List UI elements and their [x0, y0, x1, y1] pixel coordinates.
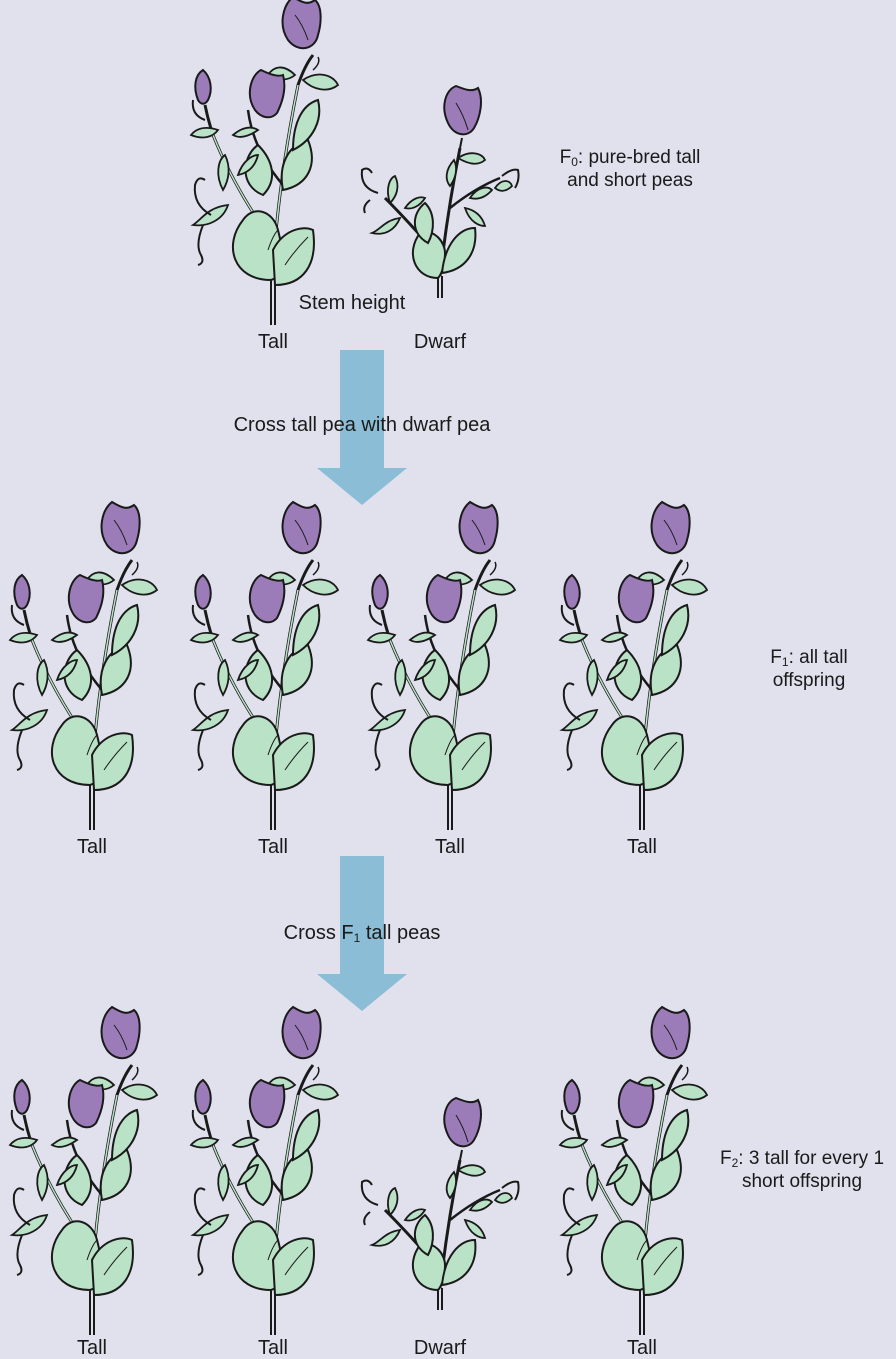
trait-label: Stem height — [299, 292, 406, 314]
f1-plant-2-label: Tall — [258, 836, 288, 858]
f0-note: F0: pure-bred tall and short peas — [560, 146, 701, 192]
f1-plant-3 — [368, 502, 515, 830]
f2-note-line1: F2: 3 tall for every 1 — [720, 1147, 884, 1170]
f1-plant-1-label: Tall — [77, 836, 107, 858]
f0-tall-plant — [191, 0, 338, 325]
f1-plant-4 — [560, 502, 707, 830]
f0-plant-1-label: Tall — [258, 331, 288, 353]
f0-note-line2: and short peas — [560, 169, 701, 192]
f1-plant-4-label: Tall — [627, 836, 657, 858]
f0-note-line1: F0: pure-bred tall — [560, 146, 701, 169]
f1-note: F1: all tall offspring — [770, 646, 847, 692]
f1-plant-3-label: Tall — [435, 836, 465, 858]
f1-note-line2: offspring — [770, 669, 847, 692]
f2-plant-3 — [362, 1098, 519, 1310]
f2-note-line2: short offspring — [720, 1170, 884, 1193]
f2-plant-3-label: Dwarf — [414, 1337, 466, 1359]
f0-dwarf-plant — [362, 86, 519, 298]
f0-plant-2-label: Dwarf — [414, 331, 466, 353]
cross-2-label: Cross F1 tall peas — [284, 922, 441, 944]
cross-1-label: Cross tall pea with dwarf pea — [234, 414, 491, 436]
f1-plant-1 — [10, 502, 157, 830]
f2-plant-1 — [10, 1007, 157, 1335]
f2-plant-4 — [560, 1007, 707, 1335]
f2-plant-2-label: Tall — [258, 1337, 288, 1359]
f2-note: F2: 3 tall for every 1 short offspring — [720, 1147, 884, 1193]
f2-plant-4-label: Tall — [627, 1337, 657, 1359]
f2-plant-1-label: Tall — [77, 1337, 107, 1359]
f1-note-line1: F1: all tall — [770, 646, 847, 669]
f2-plant-2 — [191, 1007, 338, 1335]
f1-plant-2 — [191, 502, 338, 830]
